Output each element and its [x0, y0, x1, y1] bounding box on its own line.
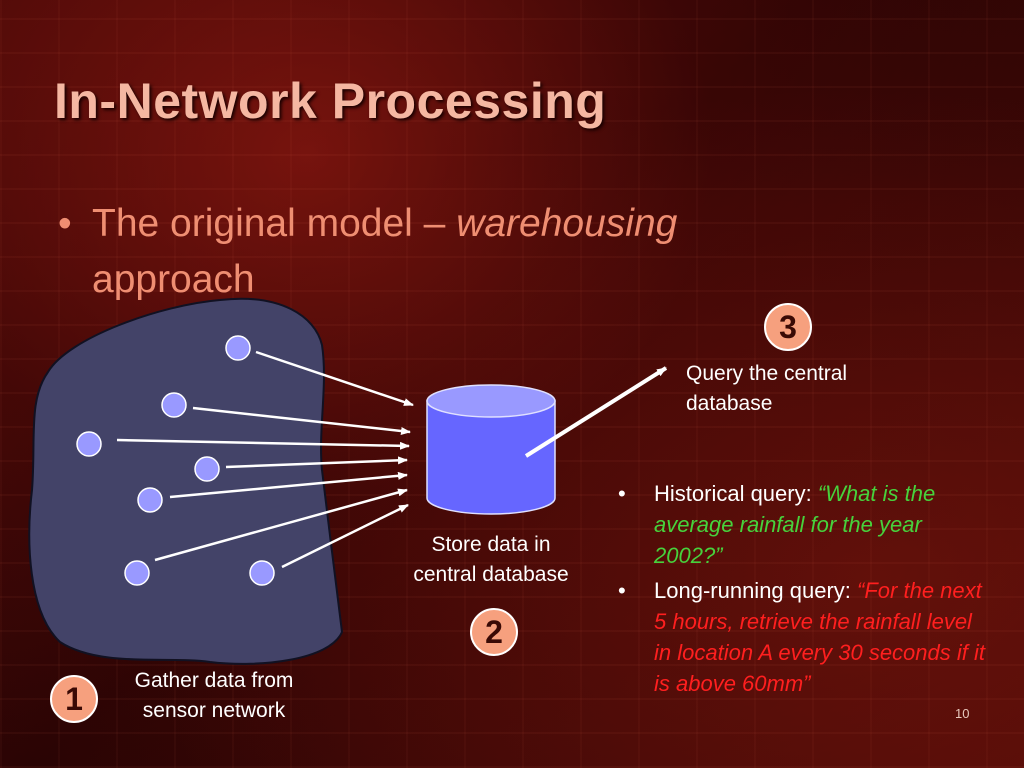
sensor-node [194, 456, 220, 482]
bullet-text-italic: warehousing [456, 202, 678, 245]
arrow-sensor-2 [192, 406, 411, 435]
arrow-sensor-6 [154, 488, 408, 562]
step-3-label-line2: database [686, 392, 773, 415]
bullet-text-plain: The original model – [92, 202, 457, 245]
arrow-sensor-3 [116, 438, 410, 450]
query-examples: • Historical query: “What is the average… [618, 478, 993, 703]
sensor-node [124, 560, 150, 586]
step-1-label-line2: sensor network [142, 699, 286, 722]
arrow-sensor-4 [225, 456, 408, 469]
sensor-node [137, 487, 163, 513]
bullet-dot: • [618, 578, 626, 603]
arrow-sensor-1 [255, 350, 414, 407]
query-type-label: Historical query: [654, 481, 818, 506]
sensor-node [161, 392, 187, 418]
query-item-long-running: • Long-running query: “For the next 5 ho… [618, 575, 993, 699]
step-3-badge: 3 [764, 303, 812, 351]
step-2-badge: 2 [470, 608, 518, 656]
query-example-text: “What is the average rainfall for the ye… [654, 481, 936, 568]
query-type-label: Long-running query: [654, 578, 858, 603]
step-2-label-line2: central database [413, 563, 569, 586]
query-item-historical: • Historical query: “What is the average… [618, 478, 993, 571]
step-3-label-line1: Query the central [686, 362, 848, 385]
main-bullet-text: The original model – warehousing approac… [92, 196, 812, 308]
step-3-label: Query the central database [686, 359, 906, 419]
slide-title: In-Network Processing [54, 73, 607, 129]
query-arrow [524, 366, 668, 458]
page-number: 10 [955, 706, 970, 721]
sensor-node [225, 335, 251, 361]
sensor-nodes [76, 335, 275, 586]
sensor-arrows [116, 350, 414, 569]
bullet-dot: • [618, 481, 626, 506]
step-2-label-line1: Store data in [431, 533, 551, 556]
step-2-label: Store data in central database [386, 530, 596, 590]
step-1-badge: 1 [50, 675, 98, 723]
sensor-node [76, 431, 102, 457]
bullet-dot: • [58, 202, 72, 245]
query-example-text: “For the next 5 hours, retrieve the rain… [654, 578, 985, 696]
sensor-node [249, 560, 275, 586]
step-1-label: Gather data from sensor network [104, 666, 324, 726]
arrow-sensor-5 [169, 471, 408, 499]
step-1-label-line1: Gather data from [134, 669, 294, 692]
sensor-network-region [28, 297, 344, 665]
bullet-text-tail: approach [92, 258, 255, 301]
database-icon [426, 384, 556, 515]
arrow-sensor-7 [281, 503, 409, 569]
